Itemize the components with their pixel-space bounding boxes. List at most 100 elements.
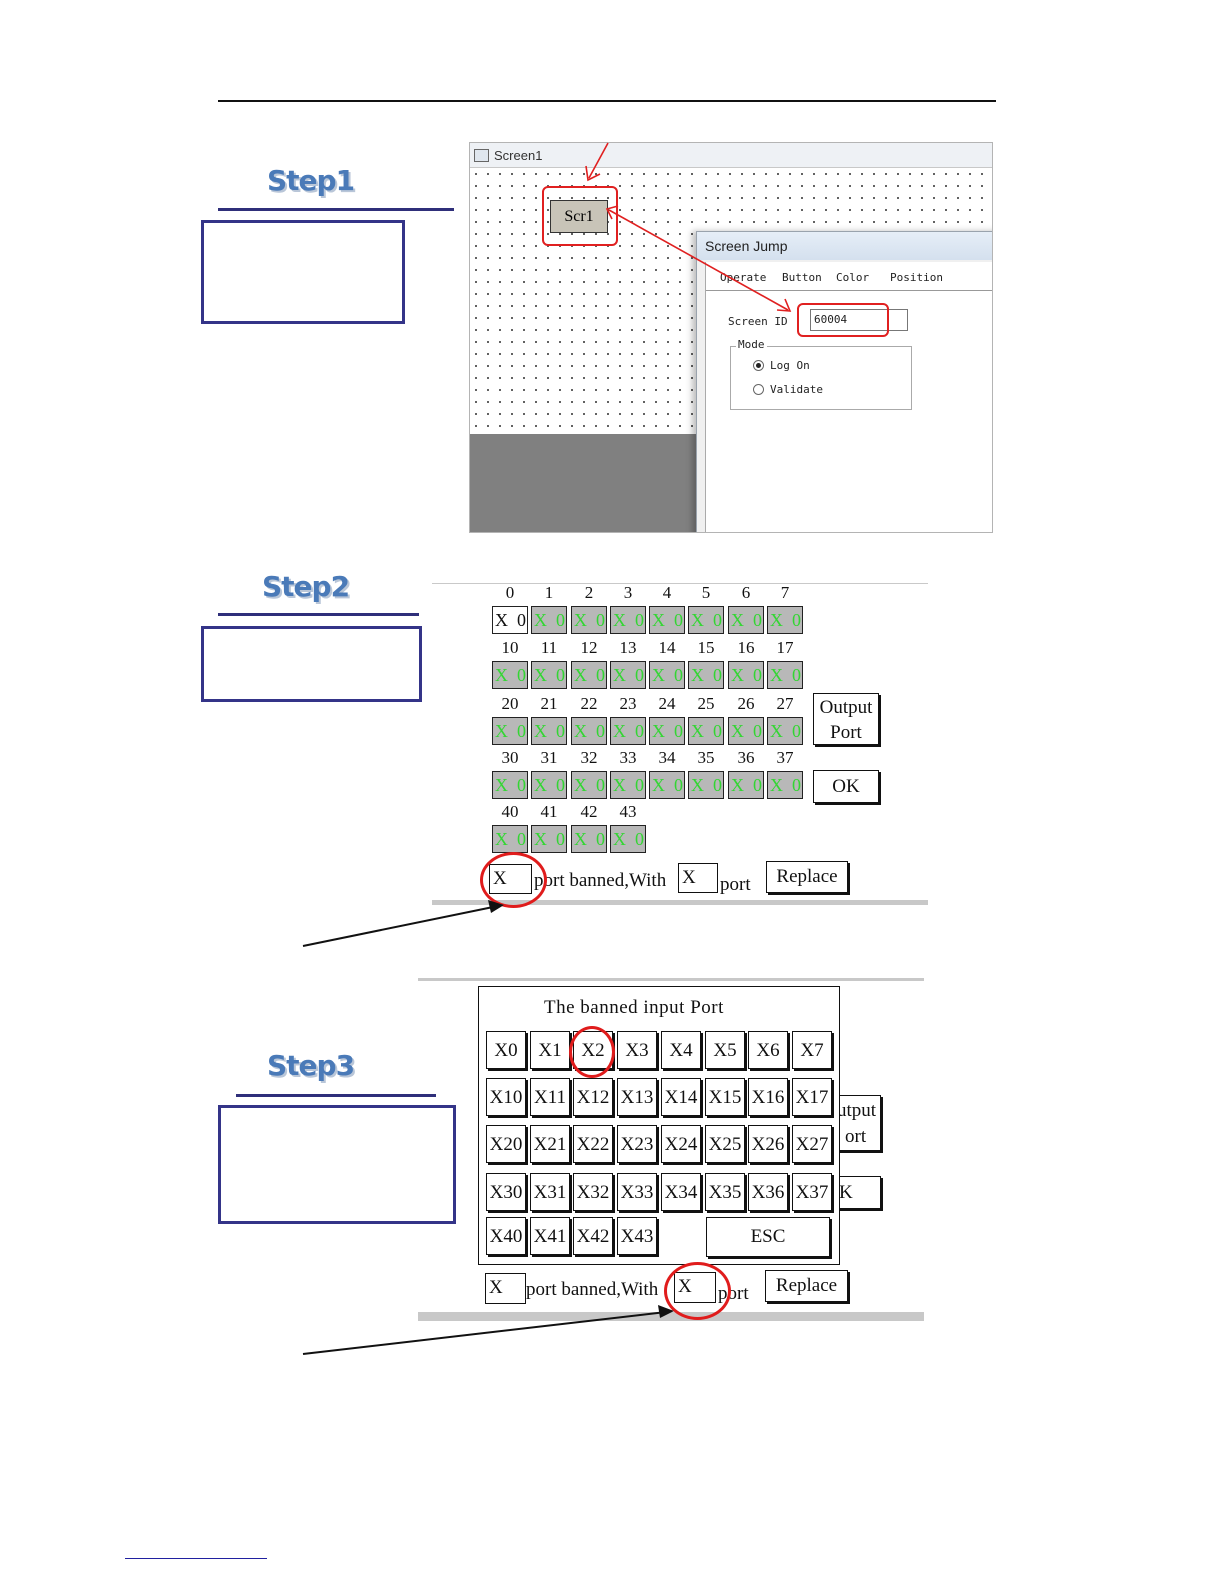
port-button-x30[interactable]: X30 [486,1173,526,1211]
port-button-x23[interactable]: X23 [617,1125,657,1163]
port-button-x33[interactable]: X33 [617,1173,657,1211]
port-cell[interactable]: X 0 [531,771,567,799]
screen-jump-body: Operate Button Color Position Screen ID … [705,262,992,532]
port-button-x25[interactable]: X25 [705,1125,745,1163]
port-cell[interactable]: X 0 [571,717,607,745]
replace-button[interactable]: Replace [766,861,848,893]
screen-id-input[interactable]: 60004 [810,309,908,331]
port-cell[interactable]: X 0 [728,661,764,689]
port-cell[interactable]: X 0 [767,661,803,689]
port-button-x22[interactable]: X22 [573,1125,613,1163]
mode-logon-radio[interactable] [753,360,764,371]
port-cell[interactable]: X 0 [492,606,528,634]
step3-arrow [302,1305,674,1355]
mode-validate-label: Validate [770,383,823,396]
port-cell[interactable]: X 0 [531,717,567,745]
port-cell[interactable]: X 0 [728,606,764,634]
port-cell[interactable]: X 0 [649,661,685,689]
port-number: 34 [658,748,676,767]
port-cell[interactable]: X 0 [610,606,646,634]
step3-top-bar [418,978,924,981]
scr1-button[interactable]: Scr1 [550,200,608,233]
port-number: 10 [501,638,519,657]
tab-underline [706,290,992,291]
port-cell[interactable]: X 0 [571,825,607,853]
port-cell[interactable]: X 0 [492,717,528,745]
port-cell[interactable]: X 0 [767,606,803,634]
port-button-x35[interactable]: X35 [705,1173,745,1211]
banned-port-input[interactable]: X [485,1273,526,1304]
port-cell[interactable]: X 0 [610,771,646,799]
port-button-x42[interactable]: X42 [573,1217,613,1255]
port-button-x5[interactable]: X5 [705,1031,745,1069]
port-cell[interactable]: X 0 [571,771,607,799]
port-cell[interactable]: X 0 [531,661,567,689]
port-number: 23 [619,694,637,713]
tab-button[interactable]: Button [782,271,822,284]
port-button-x27[interactable]: X27 [792,1125,832,1163]
port-button-x36[interactable]: X36 [748,1173,788,1211]
port-button-x4[interactable]: X4 [661,1031,701,1069]
port-cell[interactable]: X 0 [492,771,528,799]
tab-color[interactable]: Color [836,271,870,284]
replace-button[interactable]: Replace [765,1270,848,1302]
port-cell[interactable]: X 0 [492,661,528,689]
ok-button[interactable]: OK [813,770,879,803]
port-button-x20[interactable]: X20 [486,1125,526,1163]
tab-position[interactable]: Position [890,271,943,284]
port-button-x34[interactable]: X34 [661,1173,701,1211]
port-button-x6[interactable]: X6 [748,1031,788,1069]
port-cell[interactable]: X 0 [610,825,646,853]
port-cell[interactable]: X 0 [767,717,803,745]
port-button-x0[interactable]: X0 [486,1031,526,1069]
port-cell[interactable]: X 0 [688,606,724,634]
port-button-x13[interactable]: X13 [617,1078,657,1116]
port-cell[interactable]: X 0 [728,771,764,799]
port-cell[interactable]: X 0 [531,606,567,634]
port-button-x3[interactable]: X3 [617,1031,657,1069]
screen1-window-title: Screen1 [494,148,543,163]
port-cell[interactable]: X 0 [531,825,567,853]
port-cell[interactable]: X 0 [571,606,607,634]
port-button-x1[interactable]: X1 [530,1031,570,1069]
link-arrow-head-end [776,298,792,312]
port-button-x24[interactable]: X24 [661,1125,701,1163]
port-button-x32[interactable]: X32 [573,1173,613,1211]
port-cell[interactable]: X 0 [649,717,685,745]
with-port-input[interactable]: X [678,863,718,893]
port-button-x16[interactable]: X16 [748,1078,788,1116]
port-button-x14[interactable]: X14 [661,1078,701,1116]
port-button-x43[interactable]: X43 [617,1217,657,1255]
port-button-x17[interactable]: X17 [792,1078,832,1116]
port-button-x40[interactable]: X40 [486,1217,526,1255]
port-cell[interactable]: X 0 [767,771,803,799]
port-cell[interactable]: X 0 [571,661,607,689]
tab-operate[interactable]: Operate [720,271,767,284]
output-port-button[interactable]: Output Port [813,693,879,745]
esc-button[interactable]: ESC [706,1217,830,1257]
port-button-x11[interactable]: X11 [530,1078,570,1116]
port-cell[interactable]: X 0 [649,771,685,799]
port-cell[interactable]: X 0 [610,717,646,745]
port-button-x37[interactable]: X37 [792,1173,832,1211]
port-button-x7[interactable]: X7 [792,1031,832,1069]
port-cell[interactable]: X 0 [688,717,724,745]
mode-validate-radio[interactable] [753,384,764,395]
port-cell[interactable]: X 0 [610,661,646,689]
port-cell[interactable]: X 0 [728,717,764,745]
step2-title: Step2 [262,570,350,603]
behind-output-label-1: utput [837,1100,877,1121]
port-button-x26[interactable]: X26 [748,1125,788,1163]
port-button-x15[interactable]: X15 [705,1078,745,1116]
port-button-x21[interactable]: X21 [530,1125,570,1163]
port-button-x31[interactable]: X31 [530,1173,570,1211]
port-cell[interactable]: X 0 [688,661,724,689]
port-cell[interactable]: X 0 [649,606,685,634]
arrow-head [658,1305,674,1318]
port-button-x41[interactable]: X41 [530,1217,570,1255]
port-button-x12[interactable]: X12 [573,1078,613,1116]
port-cell[interactable]: X 0 [688,771,724,799]
port-button-x10[interactable]: X10 [486,1078,526,1116]
port-cell[interactable]: X 0 [492,825,528,853]
mode-groupbox [730,346,912,410]
